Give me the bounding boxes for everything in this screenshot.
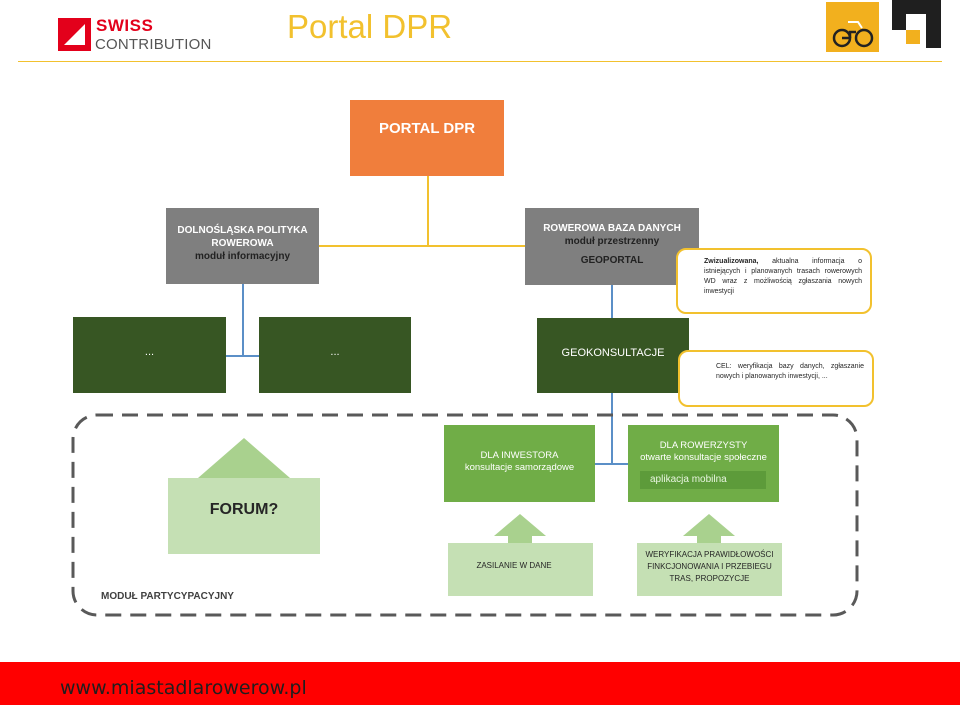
swiss-contribution-logo: SWISS CONTRIBUTION [58, 16, 211, 56]
logo-top-text: SWISS [96, 16, 154, 35]
verification-line2: FINKCJONOWANIA I PRZEBIEGU [647, 562, 772, 571]
right-module-box: ROWEROWA BAZA DANYCH moduł przestrzenny … [525, 208, 699, 285]
connector [611, 393, 613, 464]
connector [226, 355, 260, 357]
connector [595, 463, 629, 465]
verification-line3: TRAS, PROPOZYCJE [669, 574, 750, 583]
connector [611, 285, 613, 318]
forum-label: FORUM? [209, 501, 279, 518]
left-module-box: DOLNOŚLĄSKA POLITYKA ROWEROWA moduł info… [166, 208, 319, 284]
left-module-line3: moduł informacyjny [194, 251, 290, 262]
footer-url[interactable]: www.miastadlarowerow.pl [60, 677, 307, 699]
right-module-line2: moduł przestrzenny [564, 236, 660, 247]
cyclist-line1: DLA ROWERZYSTY [659, 440, 748, 451]
logo-bottom-text: CONTRIBUTION [95, 36, 212, 53]
placeholder-box-1: ... [73, 317, 226, 393]
go-logo [826, 2, 879, 52]
geokonsultacje-label: GEOKONSULTACJE [561, 346, 665, 359]
data-feed-arrow-icon [448, 514, 593, 596]
header-divider [18, 61, 942, 62]
investor-line1: DLA INWESTORA [480, 450, 559, 461]
verification-line1: WERYFIKACJA PRAWIDŁOWOŚCI [645, 550, 774, 559]
investor-box: DLA INWESTORA konsultacje samorządowe [444, 425, 595, 502]
connector [427, 176, 429, 246]
participatory-module-frame [71, 413, 859, 617]
cyclist-box: DLA ROWERZYSTY otwarte konsultacje społe… [628, 425, 779, 502]
investor-line2: konsultacje samorządowe [464, 462, 575, 473]
mobile-app-label: aplikacja mobilna [650, 474, 727, 485]
page-title: Portal DPR [287, 8, 453, 45]
data-feed-label: ZASILANIE W DANE [476, 561, 552, 570]
portal-dpr-box: PORTAL DPR [350, 100, 504, 176]
geokonsultacje-callout-text: CEL: weryfikacja bazy danych, zgłaszanie… [716, 363, 864, 380]
module-label: MODUŁ PARTYCYPACYJNY [101, 591, 234, 602]
verification-text: WERYFIKACJA PRAWIDŁOWOŚCI FINKCJONOWANIA… [637, 549, 782, 585]
geoportal-callout-lead: Zwizualizowana, [704, 258, 759, 265]
geokonsultacje-callout: CEL: weryfikacja bazy danych, zgłaszanie… [678, 350, 874, 407]
swiss-flag-icon [58, 18, 91, 51]
footer-bar [0, 662, 960, 705]
mobile-app-badge: aplikacja mobilna [640, 471, 766, 489]
frame-logo-icon [892, 0, 941, 48]
right-module-line3: GEOPORTAL [580, 255, 644, 266]
left-module-line1: DOLNOŚLĄSKA POLITYKA [177, 225, 308, 236]
forum-arrow-icon [168, 438, 320, 554]
geoportal-callout-text: aktualna informacja o istniejących i pla… [704, 258, 862, 295]
cyclist-line2: otwarte konsultacje społeczne [640, 452, 767, 463]
verification-arrow-icon [637, 514, 782, 596]
geoportal-callout: Zwizualizowana, aktualna informacja o is… [676, 248, 872, 314]
geokonsultacje-box: GEOKONSULTACJE [537, 318, 689, 393]
connector [318, 245, 528, 247]
right-module-line1: ROWEROWA BAZA DANYCH [543, 223, 681, 234]
portal-dpr-label: PORTAL DPR [378, 119, 476, 137]
bicycle-go-icon [832, 21, 874, 48]
placeholder-label-2: ... [330, 346, 340, 358]
placeholder-box-2: ... [259, 317, 411, 393]
left-module-line2: ROWEROWA [211, 238, 274, 249]
connector [242, 284, 244, 356]
placeholder-label-1: ... [144, 346, 155, 358]
